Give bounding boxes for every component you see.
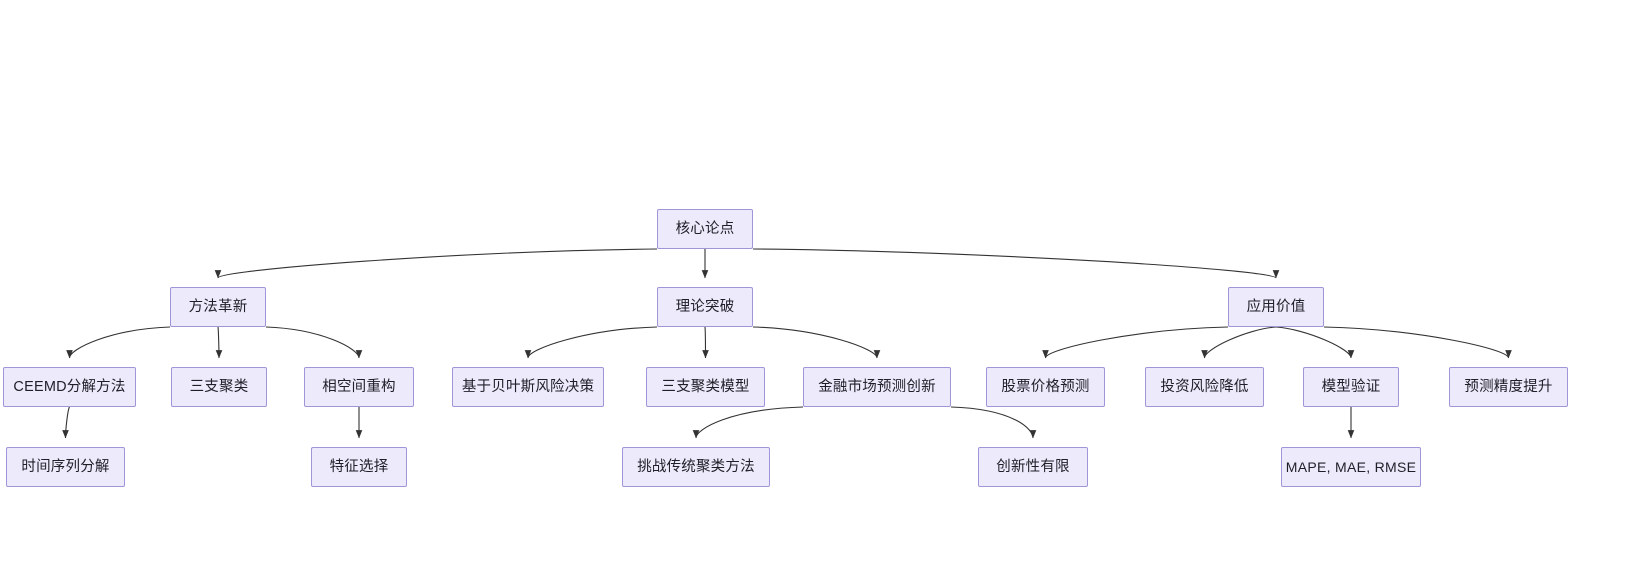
node-l2a2[interactable]: 三支聚类 (171, 367, 267, 407)
edge-l1b-to-l2b3 (752, 326, 881, 359)
node-l2c3[interactable]: 模型验证 (1303, 367, 1399, 407)
node-l3a3[interactable]: 特征选择 (311, 447, 407, 487)
edge-l2a1-to-l3a1 (62, 406, 71, 439)
edge-root-to-l1c (752, 248, 1280, 279)
node-label: 特征选择 (329, 458, 389, 475)
node-l3b1[interactable]: 挑战传统聚类方法 (622, 447, 770, 487)
edge-root-to-l1a (214, 248, 658, 279)
edge-l1c-to-l2c2 (1201, 326, 1277, 359)
node-label: 方法革新 (188, 298, 248, 315)
node-l1b[interactable]: 理论突破 (657, 287, 753, 327)
node-l3b2[interactable]: 创新性有限 (978, 447, 1088, 487)
edge-l1a-to-l2a1 (66, 326, 171, 359)
node-label: 时间序列分解 (21, 458, 110, 475)
edge-l1a-to-l2a3 (265, 326, 363, 359)
edge-l1b-to-l2b2 (702, 326, 709, 359)
node-label: 相空间重构 (322, 378, 396, 395)
node-label: 预测精度提升 (1464, 378, 1553, 395)
node-l3a1[interactable]: 时间序列分解 (6, 447, 125, 487)
node-l1c[interactable]: 应用价值 (1228, 287, 1324, 327)
edge-l2b3-to-l3b2 (950, 406, 1037, 439)
node-label: 挑战传统聚类方法 (637, 458, 755, 475)
node-label: 基于贝叶斯风险决策 (461, 378, 595, 395)
edge-l2b3-to-l3b1 (692, 406, 804, 439)
edge-l1c-to-l2c1 (1042, 326, 1229, 359)
node-label: 应用价值 (1246, 298, 1306, 315)
node-label: 三支聚类 (189, 378, 249, 395)
node-label: CEEMD分解方法 (13, 378, 126, 395)
node-label: MAPE, MAE, RMSE (1285, 459, 1417, 475)
edge-l1c-to-l2c3 (1275, 326, 1355, 359)
edge-l1a-to-l2a2 (215, 326, 223, 359)
node-l2c1[interactable]: 股票价格预测 (986, 367, 1105, 407)
node-l2a1[interactable]: CEEMD分解方法 (3, 367, 136, 407)
node-l2b2[interactable]: 三支聚类模型 (646, 367, 765, 407)
node-label: 理论突破 (675, 298, 735, 315)
node-label: 金融市场预测创新 (818, 378, 936, 395)
node-label: 三支聚类模型 (661, 378, 750, 395)
node-l3c1[interactable]: MAPE, MAE, RMSE (1281, 447, 1421, 487)
node-l2b3[interactable]: 金融市场预测创新 (803, 367, 951, 407)
node-label: 模型验证 (1321, 378, 1381, 395)
node-l2b1[interactable]: 基于贝叶斯风险决策 (452, 367, 604, 407)
node-label: 创新性有限 (996, 458, 1070, 475)
node-root[interactable]: 核心论点 (657, 209, 753, 249)
node-label: 核心论点 (675, 220, 735, 237)
edge-l1c-to-l2c4 (1323, 326, 1512, 359)
node-l2a3[interactable]: 相空间重构 (304, 367, 414, 407)
node-label: 股票价格预测 (1001, 378, 1090, 395)
node-l2c2[interactable]: 投资风险降低 (1145, 367, 1264, 407)
node-l2c4[interactable]: 预测精度提升 (1449, 367, 1568, 407)
edge-l1b-to-l2b1 (524, 326, 658, 359)
node-label: 投资风险降低 (1160, 378, 1249, 395)
node-l1a[interactable]: 方法革新 (170, 287, 266, 327)
